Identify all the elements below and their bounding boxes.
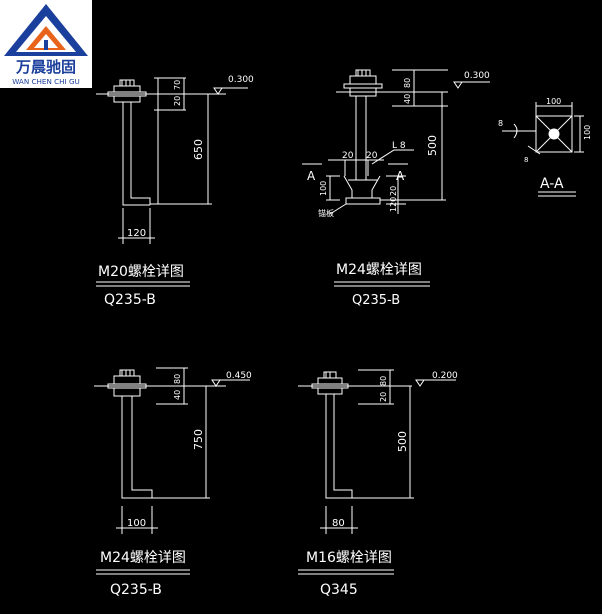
m16-dim-hook: 80	[332, 518, 345, 529]
m24a-dim-nut: 40	[403, 94, 412, 104]
m24a-dim-length: 500	[426, 135, 439, 156]
m24b-title: M24螺栓详图	[100, 550, 186, 566]
m20-nut-bottom	[113, 95, 141, 103]
m20-dim-top: 70	[173, 80, 182, 90]
m16-level-text: 0.200	[432, 371, 458, 381]
logo-triangle-icon: 万晨驰固 WAN CHEN CHI GU	[4, 4, 88, 86]
m20-title: M20螺栓详图	[98, 264, 184, 280]
m24a-dim-w1: 20	[342, 151, 354, 161]
section-weld-label: 8	[524, 156, 528, 164]
m24b-dim-length: 750	[192, 429, 205, 450]
section-dim-width: 100	[546, 97, 561, 106]
m24b-dim-top: 80	[173, 374, 182, 384]
section-side-label: 8	[498, 119, 503, 128]
m24a-dim-bottom3: 120	[389, 197, 398, 212]
logo-brand-cn: 万晨驰固	[15, 58, 76, 76]
m24a-angle-label: L 8	[392, 141, 406, 151]
m20-dimensions	[118, 77, 248, 244]
m24b-material: Q235-B	[110, 582, 162, 598]
m20-dim-length: 650	[192, 139, 205, 160]
m24b-level-text: 0.450	[226, 371, 252, 381]
m24a-dimensions	[326, 69, 490, 214]
m16-material: Q345	[320, 582, 358, 598]
m20-dim-hook: 120	[127, 228, 146, 239]
m24a-dim-top: 80	[403, 78, 412, 88]
m20-nut-top	[113, 85, 141, 93]
m20-level-text: 0.300	[228, 75, 254, 85]
m16-dim-length: 500	[396, 431, 409, 452]
m24a-level-text: 0.300	[464, 71, 490, 81]
section-title: A-A	[540, 176, 564, 192]
m24a-section-mark-right: A	[396, 169, 405, 183]
m24a-title: M24螺栓详图	[336, 262, 422, 278]
m24b-dimensions	[116, 367, 250, 534]
m24b-dim-nut: 40	[173, 390, 182, 400]
logo-brand-en: WAN CHEN CHI GU	[12, 77, 80, 86]
m16-dim-nut: 20	[379, 392, 388, 402]
m20-material: Q235-B	[104, 292, 156, 308]
m24a-dim-w2: 20	[366, 151, 378, 161]
anchor-plate	[345, 197, 381, 205]
m24a-bolt	[302, 69, 440, 215]
m16-dim-top: 80	[379, 376, 388, 386]
m24a-dim-bottom: 100	[319, 181, 328, 196]
section-dim-height: 100	[583, 125, 592, 140]
m16-title: M16螺栓详图	[306, 550, 392, 566]
m24b-dim-hook: 100	[127, 518, 146, 529]
m24a-dim-bottom2: 20	[389, 186, 398, 196]
section-a-a	[502, 102, 584, 197]
m16-dimensions	[320, 369, 456, 534]
m24a-section-mark-left: A	[307, 169, 316, 183]
m16-bolt	[298, 371, 412, 499]
company-logo: 万晨驰固 WAN CHEN CHI GU	[0, 0, 92, 88]
m24a-material: Q235-B	[352, 293, 400, 308]
m20-bolt	[96, 79, 226, 206]
m20-dim-nut: 20	[173, 96, 182, 106]
m24a-note: 锚板	[318, 208, 334, 218]
